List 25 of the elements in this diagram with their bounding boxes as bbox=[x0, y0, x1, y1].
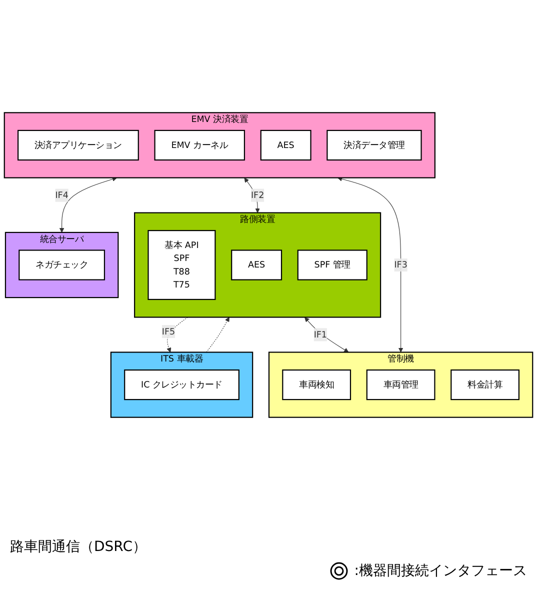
note-text: 路車間通信（DSRC） bbox=[10, 538, 146, 556]
node-box: EMV カーネル bbox=[154, 130, 246, 161]
arrow bbox=[304, 317, 349, 352]
edge-label: IF5 bbox=[162, 326, 176, 336]
edge-label: IF3 bbox=[394, 260, 408, 270]
edge-label: IF2 bbox=[250, 190, 264, 200]
arrow bbox=[206, 317, 230, 353]
node-box: 料金計算 bbox=[450, 369, 520, 400]
legend-text: :機器間接続インタフェース bbox=[354, 562, 527, 580]
edge-label: IF1 bbox=[314, 329, 328, 340]
edge-label: IF4 bbox=[55, 190, 68, 200]
node-box: 車両検知 bbox=[282, 369, 352, 400]
node-box: 決済データ管理 bbox=[326, 130, 422, 161]
arrow bbox=[337, 176, 404, 352]
node-box: 基本 API SPF T88 T75 bbox=[148, 230, 216, 300]
node-box: SPF 管理 bbox=[297, 250, 368, 280]
node-box: AES bbox=[260, 130, 312, 161]
arrow bbox=[166, 316, 188, 352]
node-box: 車両管理 bbox=[366, 369, 436, 400]
arrow bbox=[244, 178, 260, 213]
node-box: AES bbox=[231, 250, 282, 280]
node-box: ネガチェック bbox=[18, 250, 106, 280]
arrow bbox=[59, 176, 118, 233]
node-box: IC クレジットカード bbox=[124, 369, 240, 400]
node-box: 決済アプリケーション bbox=[18, 130, 139, 161]
